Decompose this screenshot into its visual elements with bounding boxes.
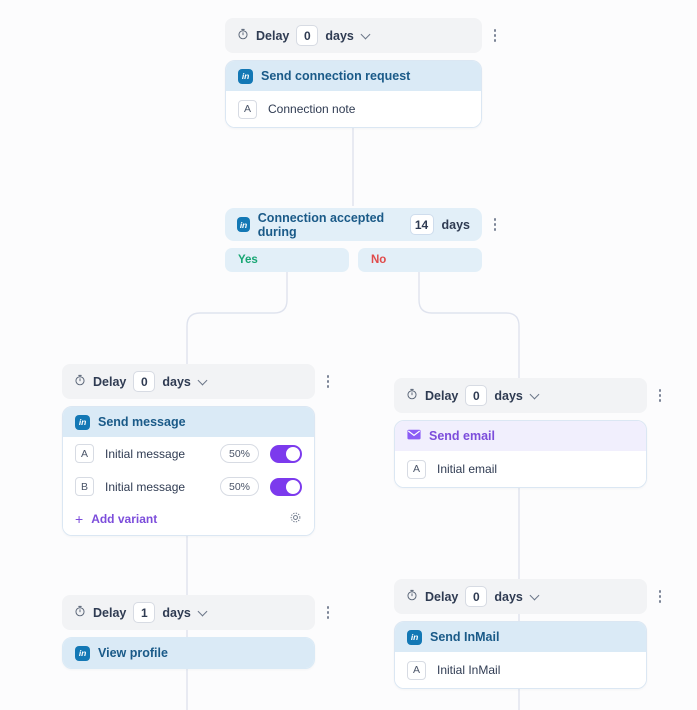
delay-label: Delay — [93, 605, 127, 620]
delay-unit: days — [162, 605, 191, 620]
variant-toggle[interactable] — [270, 444, 302, 463]
stopwatch-icon — [237, 28, 249, 43]
kebab-menu-icon[interactable] — [653, 389, 667, 402]
variant-toggle[interactable] — [270, 477, 302, 496]
item-label: Connection note — [268, 102, 356, 116]
delay-unit: days — [494, 388, 523, 403]
delay-bar[interactable]: Delay 0 days — [394, 579, 647, 614]
delay-value[interactable]: 0 — [465, 385, 488, 406]
delay-bar[interactable]: Delay 0 days — [225, 18, 482, 53]
delay-unit: days — [325, 28, 354, 43]
list-item[interactable]: B Initial message 50% — [75, 470, 302, 503]
list-item[interactable]: A Initial email — [407, 451, 634, 487]
kebab-menu-icon[interactable] — [488, 29, 502, 42]
kebab-menu-icon[interactable] — [488, 218, 502, 231]
delay-label: Delay — [93, 374, 127, 389]
gear-icon[interactable] — [289, 511, 302, 527]
condition-bar[interactable]: in Connection accepted during 14 days — [225, 208, 482, 241]
node-title: Send message — [98, 415, 186, 429]
list-item[interactable]: A Connection note — [238, 91, 469, 127]
node-header: Send email — [395, 421, 646, 451]
chevron-down-icon[interactable] — [531, 391, 540, 400]
linkedin-icon: in — [237, 217, 250, 232]
chevron-down-icon[interactable] — [199, 608, 208, 617]
stopwatch-icon — [406, 589, 418, 604]
variant-badge: A — [75, 444, 94, 463]
variant-badge: A — [238, 99, 257, 119]
envelope-icon — [407, 429, 421, 443]
linkedin-icon: in — [75, 645, 90, 661]
node-connection-accepted[interactable]: in Connection accepted during 14 days Ye… — [225, 208, 497, 272]
delay-label: Delay — [425, 388, 459, 403]
branch-no-label: No — [371, 254, 387, 266]
chevron-down-icon[interactable] — [531, 592, 540, 601]
branch-no[interactable]: No — [358, 248, 482, 272]
delay-value[interactable]: 0 — [133, 371, 156, 392]
delay-bar[interactable]: Delay 0 days — [394, 378, 647, 413]
node-view-profile[interactable]: Delay 1 days in View profile — [62, 595, 330, 669]
linkedin-icon: in — [238, 68, 253, 84]
branch-yes[interactable]: Yes — [225, 248, 349, 272]
variant-badge: A — [407, 660, 426, 680]
plus-icon: + — [75, 511, 84, 527]
add-variant-row[interactable]: + Add variant — [75, 503, 302, 535]
node-header: in Send message — [63, 407, 314, 437]
stopwatch-icon — [406, 388, 418, 403]
delay-value[interactable]: 0 — [465, 586, 488, 607]
delay-label: Delay — [256, 28, 290, 43]
item-label: Initial email — [437, 462, 498, 476]
condition-unit: days — [441, 217, 471, 232]
condition-value[interactable]: 14 — [409, 214, 434, 235]
delay-value[interactable]: 1 — [133, 602, 156, 623]
item-label: Initial InMail — [437, 663, 501, 677]
delay-bar[interactable]: Delay 0 days — [62, 364, 315, 399]
variant-percent: 50% — [219, 444, 259, 463]
item-label: Initial message — [105, 446, 186, 461]
kebab-menu-icon[interactable] — [321, 375, 335, 388]
node-send-email[interactable]: Delay 0 days Send email A Initial email — [394, 378, 662, 488]
node-send-connection-request[interactable]: Delay 0 days in Send connection request … — [225, 18, 497, 128]
delay-label: Delay — [425, 589, 459, 604]
node-send-message[interactable]: Delay 0 days in Send message A Initial m… — [62, 364, 330, 536]
branch-yes-label: Yes — [238, 254, 258, 266]
linkedin-icon: in — [407, 629, 422, 645]
kebab-menu-icon[interactable] — [321, 606, 335, 619]
node-title: View profile — [98, 646, 168, 660]
add-variant-label: Add variant — [91, 512, 158, 526]
delay-bar[interactable]: Delay 1 days — [62, 595, 315, 630]
stopwatch-icon — [74, 374, 86, 389]
kebab-menu-icon[interactable] — [653, 590, 667, 603]
delay-value[interactable]: 0 — [296, 25, 319, 46]
list-item[interactable]: A Initial message 50% — [75, 437, 302, 470]
node-title: Send email — [429, 429, 495, 443]
chevron-down-icon[interactable] — [362, 31, 371, 40]
list-item[interactable]: A Initial InMail — [407, 652, 634, 688]
variant-badge: B — [75, 477, 94, 496]
node-send-inmail[interactable]: Delay 0 days in Send InMail A Initial In… — [394, 579, 662, 689]
chevron-down-icon[interactable] — [199, 377, 208, 386]
node-header: in Send InMail — [395, 622, 646, 652]
variant-percent: 50% — [219, 477, 259, 496]
delay-unit: days — [494, 589, 523, 604]
node-header: in Send connection request — [226, 61, 481, 91]
item-label: Initial message — [105, 479, 186, 494]
node-title: Send connection request — [261, 69, 411, 83]
condition-label: Connection accepted during — [257, 210, 385, 239]
stopwatch-icon — [74, 605, 86, 620]
delay-unit: days — [162, 374, 191, 389]
variant-badge: A — [407, 459, 426, 479]
linkedin-icon: in — [75, 414, 90, 430]
node-header: in View profile — [63, 638, 314, 668]
node-title: Send InMail — [430, 630, 500, 644]
